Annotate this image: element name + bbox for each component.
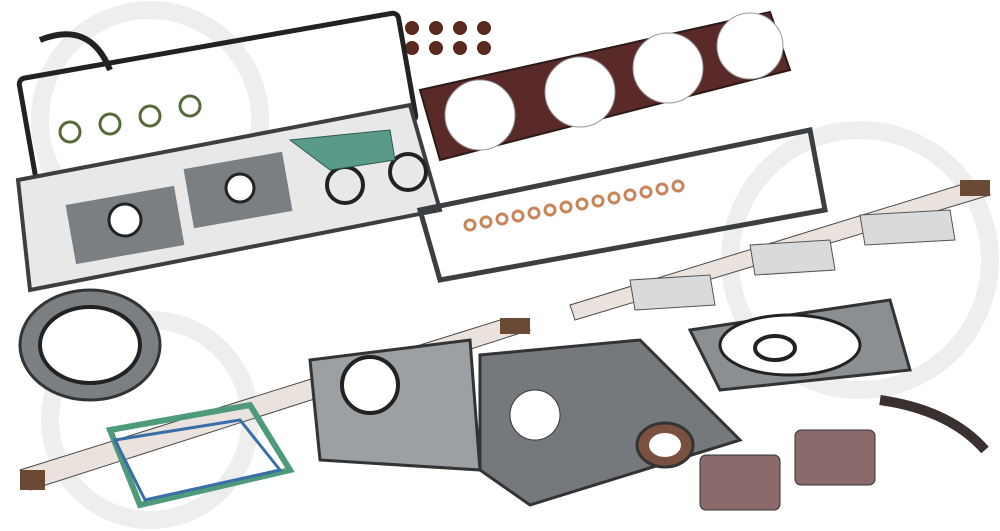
valve-stem-seal: [477, 41, 491, 55]
copper-washer: [543, 203, 557, 217]
valve-stem-seal: [405, 41, 419, 55]
crankshaft-seal-bore: [649, 433, 681, 457]
o-ring: [753, 334, 797, 362]
valve-stem-seal: [453, 21, 467, 35]
valve-stem-seal: [429, 41, 443, 55]
copper-washers: [463, 179, 685, 232]
cork-end: [960, 180, 990, 196]
copper-washer: [655, 182, 669, 196]
green-gasket: [105, 401, 295, 509]
seal-strip: [38, 31, 113, 72]
valve-stem-seal: [405, 21, 419, 35]
cylinder-head-gasket: [418, 10, 792, 162]
cork-end: [500, 318, 530, 334]
rear-seal-gasket: [18, 288, 162, 402]
valve-stem-seals: [405, 21, 491, 55]
small-gasket: [699, 454, 781, 511]
copper-washer: [591, 194, 605, 208]
o-rings: [58, 94, 202, 144]
green-flange-gasket: [288, 129, 396, 171]
timing-cover-gasket: [308, 338, 482, 472]
copper-washer: [575, 197, 589, 211]
valve-stem-seal: [429, 21, 443, 35]
small-gasket: [794, 429, 876, 486]
copper-washer: [607, 191, 621, 205]
copper-washer: [639, 185, 653, 199]
exhaust-manifold-gaskets: [629, 209, 956, 311]
o-ring: [107, 202, 143, 238]
front-plate-hole: [509, 389, 561, 441]
blue-gasket: [112, 418, 283, 502]
valve-stem-seal: [477, 21, 491, 35]
copper-washer: [463, 218, 477, 232]
copper-washer: [527, 206, 541, 220]
copper-washer: [495, 212, 509, 226]
rear-main-seal-strip: [879, 395, 989, 454]
copper-washer: [623, 188, 637, 202]
copper-washer: [479, 215, 493, 229]
o-ring: [224, 172, 256, 204]
cork-end: [20, 470, 45, 490]
front-cover-opening: [718, 313, 862, 377]
oil-pan-gasket: [416, 127, 828, 283]
o-ring: [340, 355, 400, 415]
valve-stem-seal: [453, 41, 467, 55]
copper-washer: [559, 200, 573, 214]
front-plate-gasket: [478, 338, 743, 507]
o-ring: [388, 152, 428, 192]
copper-washer: [511, 209, 525, 223]
copper-washer: [671, 179, 685, 193]
